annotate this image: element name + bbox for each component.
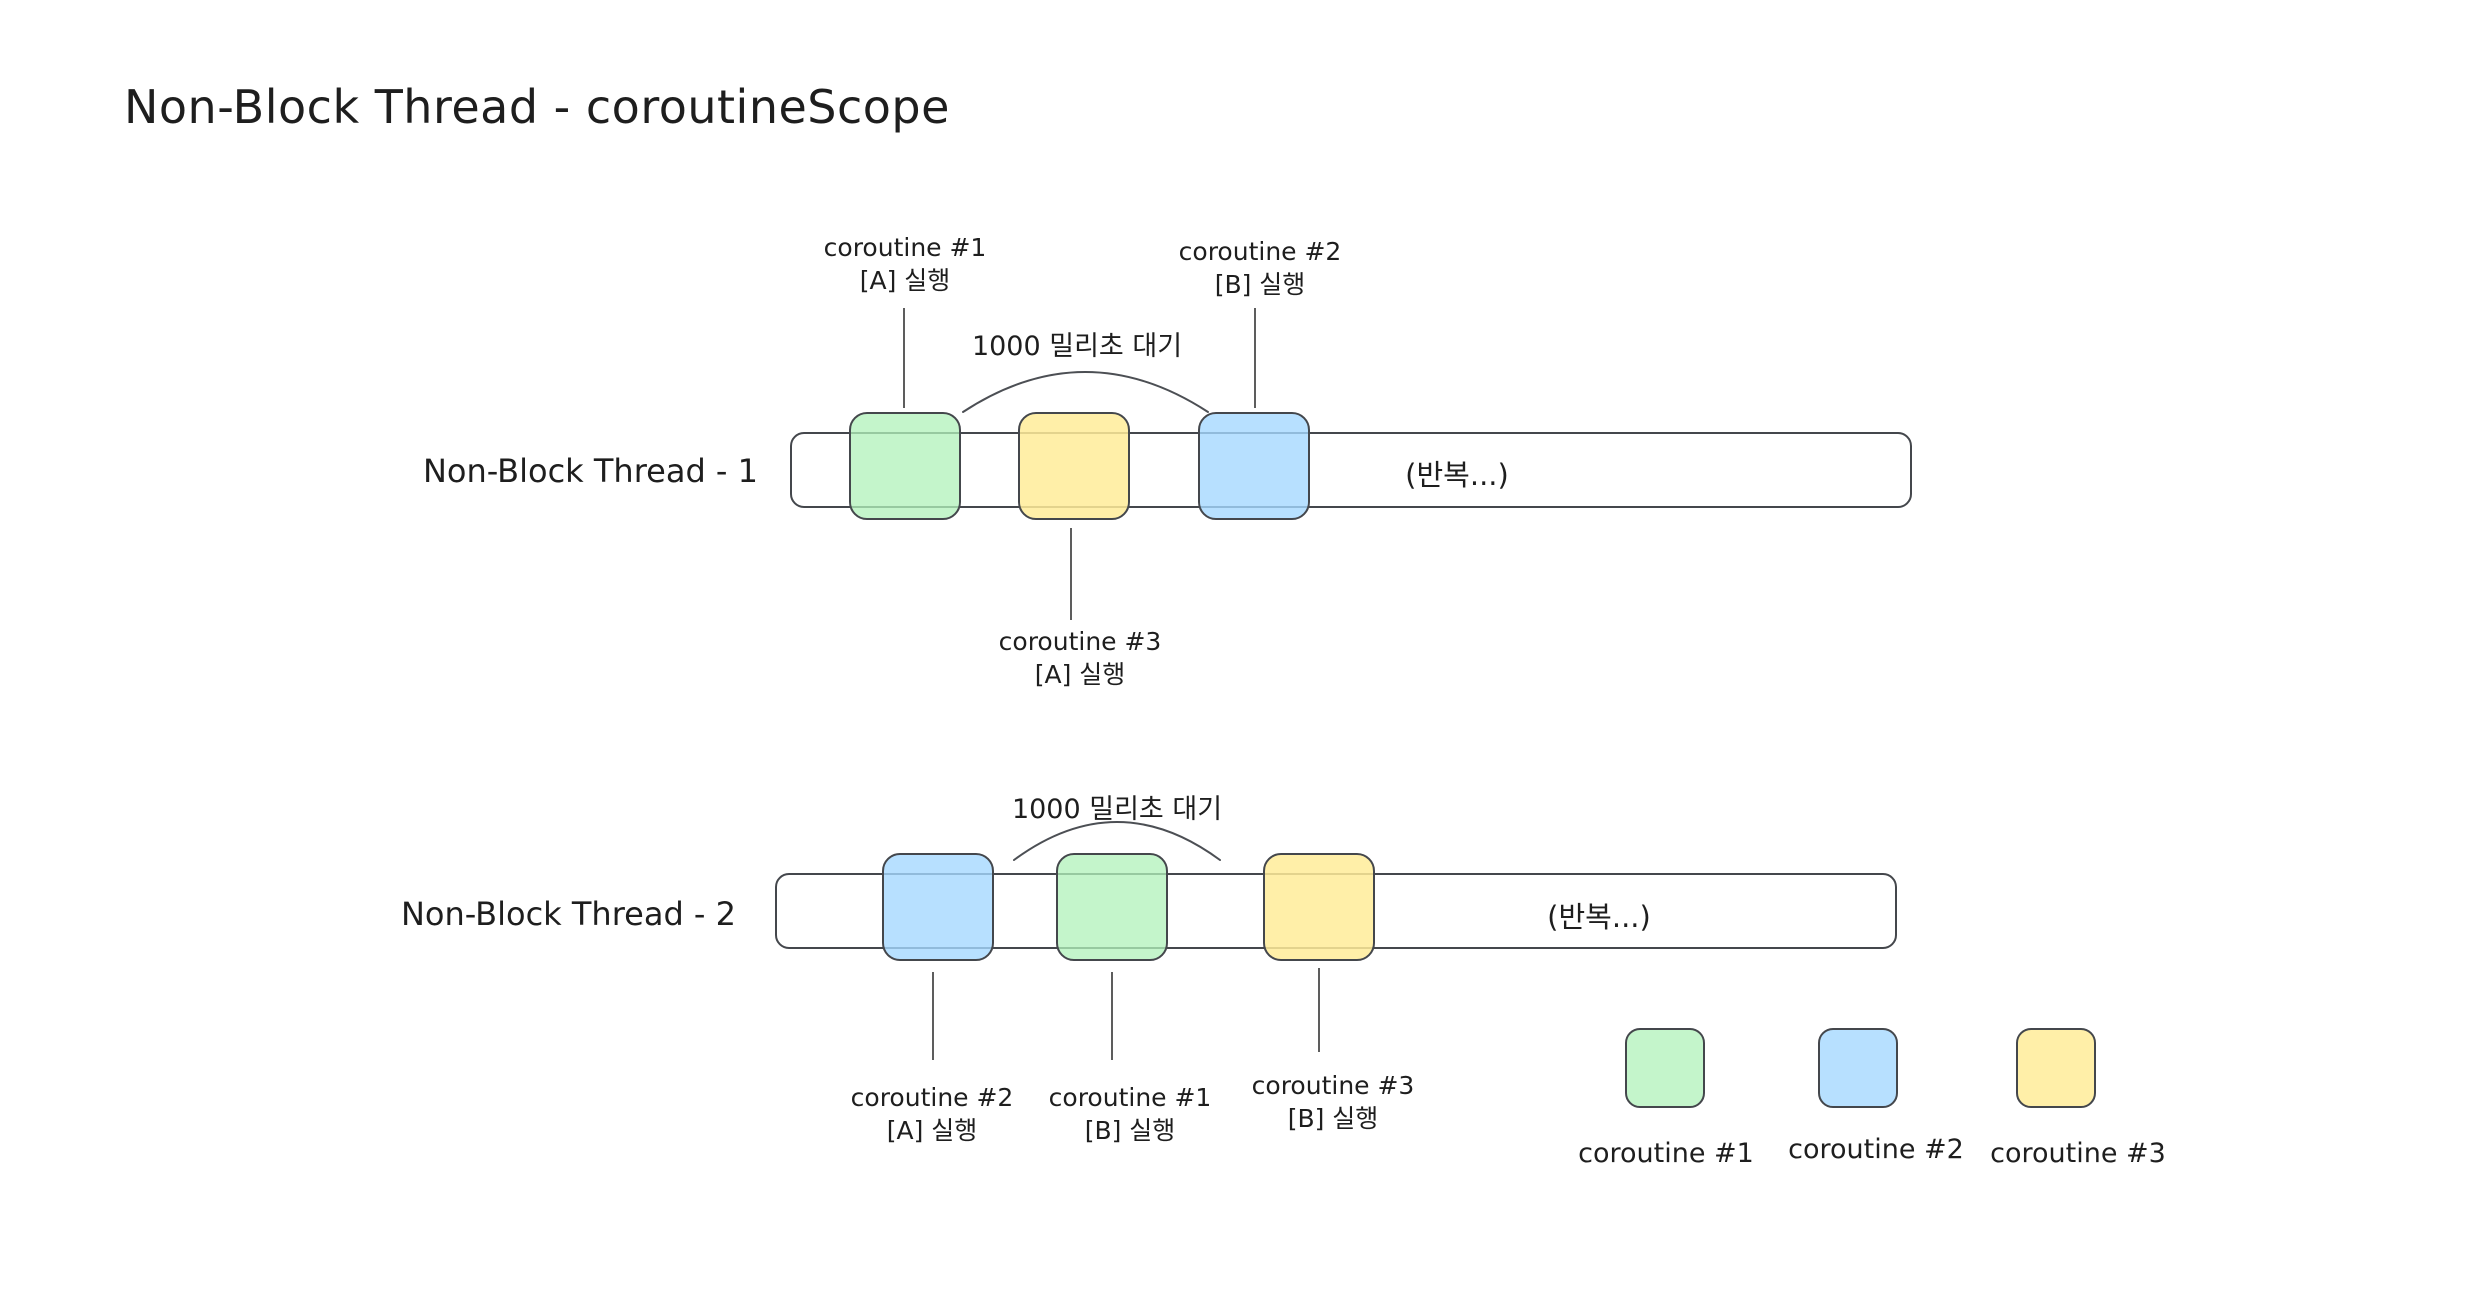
wait-arc [1013,821,1221,861]
connector-line [1070,528,1072,620]
thread2-box-coroutine1 [1056,853,1168,961]
connector-line [903,308,905,408]
annotation-line: coroutine #2 [1178,237,1342,266]
thread1-annotation-coroutine2: coroutine #2 [B] 실행 [1140,236,1380,301]
thread2-repeat-label: (반복...) [1547,900,1651,934]
diagram-title: Non-Block Thread - coroutineScope [124,80,950,134]
annotation-line: [A] 실행 [859,265,951,295]
annotation-line: [B] 실행 [1214,269,1306,299]
thread1-box-coroutine3 [1018,412,1130,520]
annotation-line: [A] 실행 [886,1115,978,1145]
thread1-repeat-label: (반복...) [1405,458,1509,492]
thread2-label: Non-Block Thread - 2 [400,895,736,933]
annotation-line: coroutine #1 [823,233,987,262]
thread2-annotation-coroutine2: coroutine #2 [A] 실행 [812,1082,1052,1147]
thread1-box-coroutine1 [849,412,961,520]
thread1-label: Non-Block Thread - 1 [422,452,758,490]
connector-line [1111,972,1113,1060]
legend-label-coroutine2: coroutine #2 [1788,1134,1964,1165]
legend-label-coroutine3: coroutine #3 [1990,1138,2166,1169]
thread1-box-coroutine2 [1198,412,1310,520]
annotation-line: coroutine #1 [1048,1083,1212,1112]
thread1-annotation-coroutine1: coroutine #1 [A] 실행 [785,232,1025,297]
annotation-line: [A] 실행 [1034,659,1126,689]
annotation-line: coroutine #3 [998,627,1162,656]
legend-label-coroutine1: coroutine #1 [1578,1138,1754,1169]
thread2-box-coroutine3 [1263,853,1375,961]
thread2-wait-label: 1000 밀리초 대기 [1011,794,1223,825]
thread1-wait-label: 1000 밀리초 대기 [971,331,1183,362]
thread2-box-coroutine2 [882,853,994,961]
thread2-annotation-coroutine3: coroutine #3 [B] 실행 [1213,1070,1453,1135]
annotation-line: [B] 실행 [1287,1103,1379,1133]
connector-line [1254,308,1256,408]
thread2-annotation-coroutine1: coroutine #1 [B] 실행 [1010,1082,1250,1147]
legend-swatch-coroutine1 [1625,1028,1705,1108]
annotation-line: coroutine #2 [850,1083,1014,1112]
legend-swatch-coroutine3 [2016,1028,2096,1108]
connector-line [1318,968,1320,1052]
connector-line [932,972,934,1060]
annotation-line: [B] 실행 [1084,1115,1176,1145]
thread1-annotation-coroutine3: coroutine #3 [A] 실행 [960,626,1200,691]
wait-arc [962,371,1209,413]
thread1-bar [790,432,1912,508]
legend-swatch-coroutine2 [1818,1028,1898,1108]
annotation-line: coroutine #3 [1251,1071,1415,1100]
